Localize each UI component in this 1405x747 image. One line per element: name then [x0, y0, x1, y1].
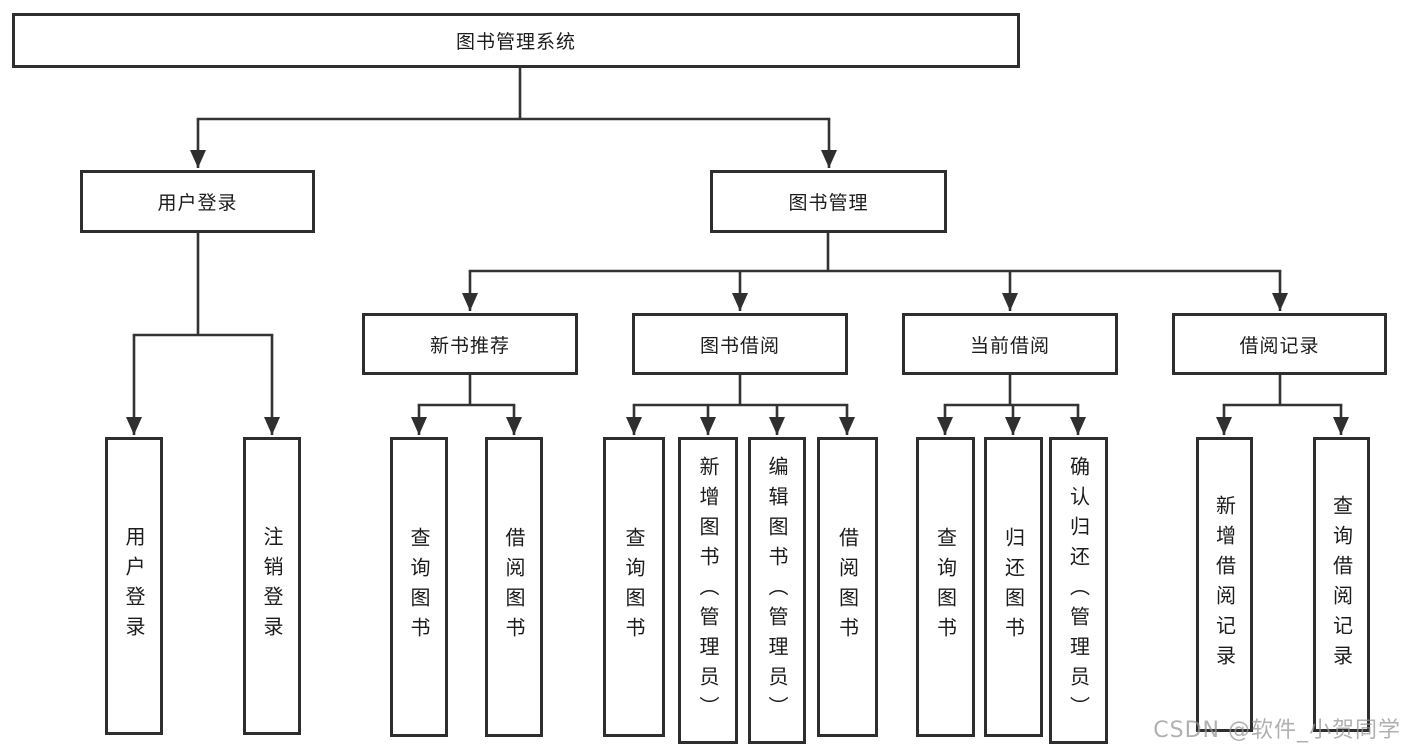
leaf-return-book: 归还图书	[984, 437, 1043, 737]
leaf-logout: 注销登录	[243, 437, 301, 735]
node-library-management-system: 图书管理系统	[12, 13, 1020, 68]
leaf-query-books-1: 查询图书	[390, 437, 448, 737]
leaf-add-borrow-record: 新增借阅记录	[1196, 437, 1253, 732]
leaf-user-login: 用户登录	[105, 437, 163, 735]
leaf-add-book-admin: 新增图书（管理员）	[678, 437, 738, 744]
leaf-borrow-books-1: 借阅图书	[485, 437, 543, 737]
node-user-login: 用户登录	[80, 170, 315, 233]
node-new-book-recommend: 新书推荐	[362, 313, 578, 375]
node-book-management: 图书管理	[710, 170, 947, 233]
leaf-edit-book-admin: 编辑图书（管理员）	[748, 437, 806, 744]
node-book-borrowing: 图书借阅	[632, 313, 848, 375]
node-current-borrowing: 当前借阅	[902, 313, 1118, 375]
leaf-query-books-2: 查询图书	[603, 437, 665, 737]
leaf-borrow-books-2: 借阅图书	[817, 437, 878, 737]
leaf-confirm-return-admin: 确认归还（管理员）	[1049, 437, 1108, 744]
csdn-watermark: CSDN @软件_小贺同学	[1153, 718, 1401, 743]
node-borrowing-records: 借阅记录	[1172, 313, 1387, 375]
leaf-query-borrow-record: 查询借阅记录	[1313, 437, 1370, 732]
leaf-query-books-3: 查询图书	[916, 437, 975, 737]
